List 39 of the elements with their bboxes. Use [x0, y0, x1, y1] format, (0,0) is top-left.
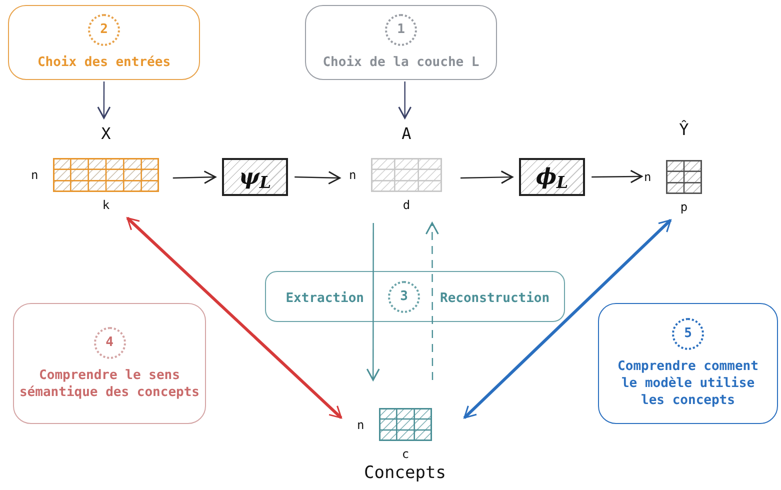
arrow	[172, 170, 216, 184]
dimension-label: p	[680, 199, 688, 216]
arrow	[366, 223, 380, 381]
dimension-label: k	[102, 197, 110, 214]
step-title: Comprendre le sens sémantique des concepts	[18, 366, 200, 400]
arrow	[463, 219, 672, 419]
dimension-label: c	[402, 446, 410, 463]
step-card	[598, 303, 778, 424]
function-symbol: ψ$_{L}$	[238, 162, 272, 194]
step-number: 3	[388, 281, 420, 313]
arrow	[97, 82, 111, 119]
arrow	[592, 170, 643, 184]
function-symbol: ϕ$_{L}$	[536, 162, 568, 194]
matrix-label: Ŷ	[679, 119, 689, 141]
step-title: Choix de la couche L	[322, 54, 480, 71]
dimension-label: n	[644, 169, 652, 186]
step-number: 5	[672, 318, 704, 350]
step-number: 1	[385, 14, 417, 46]
matrix-label: Concepts	[364, 462, 446, 484]
arrow	[425, 222, 439, 380]
step-card	[13, 303, 206, 424]
dimension-label: n	[31, 167, 38, 184]
matrix-label: X	[101, 123, 111, 145]
step-card	[305, 5, 497, 80]
dimension-label: n	[349, 167, 356, 184]
dimension-label: d	[402, 197, 410, 214]
arrow	[126, 216, 342, 419]
dimension-label: n	[357, 416, 364, 434]
arrow	[398, 82, 412, 119]
arrow	[460, 170, 514, 184]
step-card	[8, 5, 200, 80]
function-box	[519, 158, 585, 196]
arrow	[294, 171, 340, 184]
step-number: 2	[88, 14, 120, 46]
matrix-label: A	[402, 123, 412, 145]
function-box	[222, 158, 288, 196]
step-title: Choix des entrées	[36, 54, 172, 71]
step-number: 4	[94, 326, 126, 358]
step-title: Comprendre comment le modèle utilise les concepts	[616, 358, 760, 409]
